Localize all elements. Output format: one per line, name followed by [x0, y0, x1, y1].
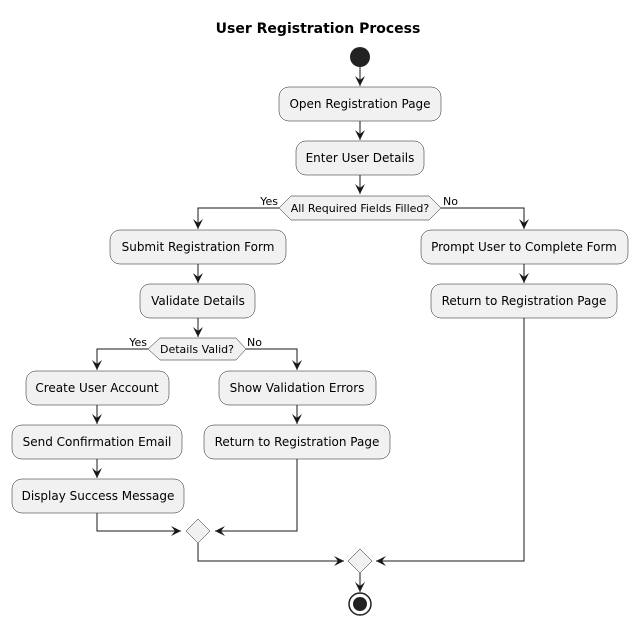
activity-enter-user-details: Enter User Details — [295, 140, 425, 176]
activity-return-to-registration-page-right: Return to Registration Page — [430, 283, 618, 319]
activity-validate-details: Validate Details — [139, 283, 256, 319]
activity-label: Return to Registration Page — [442, 294, 607, 308]
merge-node-outer — [347, 548, 373, 574]
activity-label: Enter User Details — [306, 151, 415, 165]
activity-label: Prompt User to Complete Form — [431, 240, 617, 254]
decision-details-valid: Details Valid? — [147, 337, 247, 361]
activity-submit-registration-form: Submit Registration Form — [109, 229, 287, 265]
branch-label-yes: Yes — [259, 195, 278, 208]
activity-send-confirmation-email: Send Confirmation Email — [11, 424, 183, 460]
start-node — [350, 47, 370, 67]
branch-label-no: No — [443, 195, 458, 208]
activity-label: Show Validation Errors — [230, 381, 365, 395]
activity-show-validation-errors: Show Validation Errors — [218, 370, 377, 406]
merge-node-inner — [185, 518, 211, 544]
activity-label: Send Confirmation Email — [23, 435, 172, 449]
activity-label: Return to Registration Page — [215, 435, 380, 449]
decision-label: Details Valid? — [160, 343, 234, 356]
activity-create-user-account: Create User Account — [25, 370, 170, 406]
arrowheads — [92, 76, 529, 592]
end-node — [348, 592, 372, 616]
activity-prompt-user-to-complete-form: Prompt User to Complete Form — [420, 229, 629, 265]
branch-label-yes: Yes — [128, 336, 147, 349]
diagram-title: User Registration Process — [216, 21, 421, 37]
activity-display-success-message: Display Success Message — [11, 478, 185, 514]
activity-label: Create User Account — [35, 381, 159, 395]
branch-label-no: No — [247, 336, 262, 349]
activity-return-to-registration-page-left: Return to Registration Page — [203, 424, 391, 460]
decision-all-required-fields-filled: All Required Fields Filled? — [278, 195, 442, 221]
edges — [96, 67, 525, 592]
decision-label: All Required Fields Filled? — [291, 202, 430, 215]
activity-open-registration-page: Open Registration Page — [278, 86, 442, 122]
activity-label: Submit Registration Form — [122, 240, 275, 254]
activity-label: Open Registration Page — [289, 97, 430, 111]
activity-label: Display Success Message — [22, 489, 175, 503]
activity-label: Validate Details — [151, 294, 245, 308]
